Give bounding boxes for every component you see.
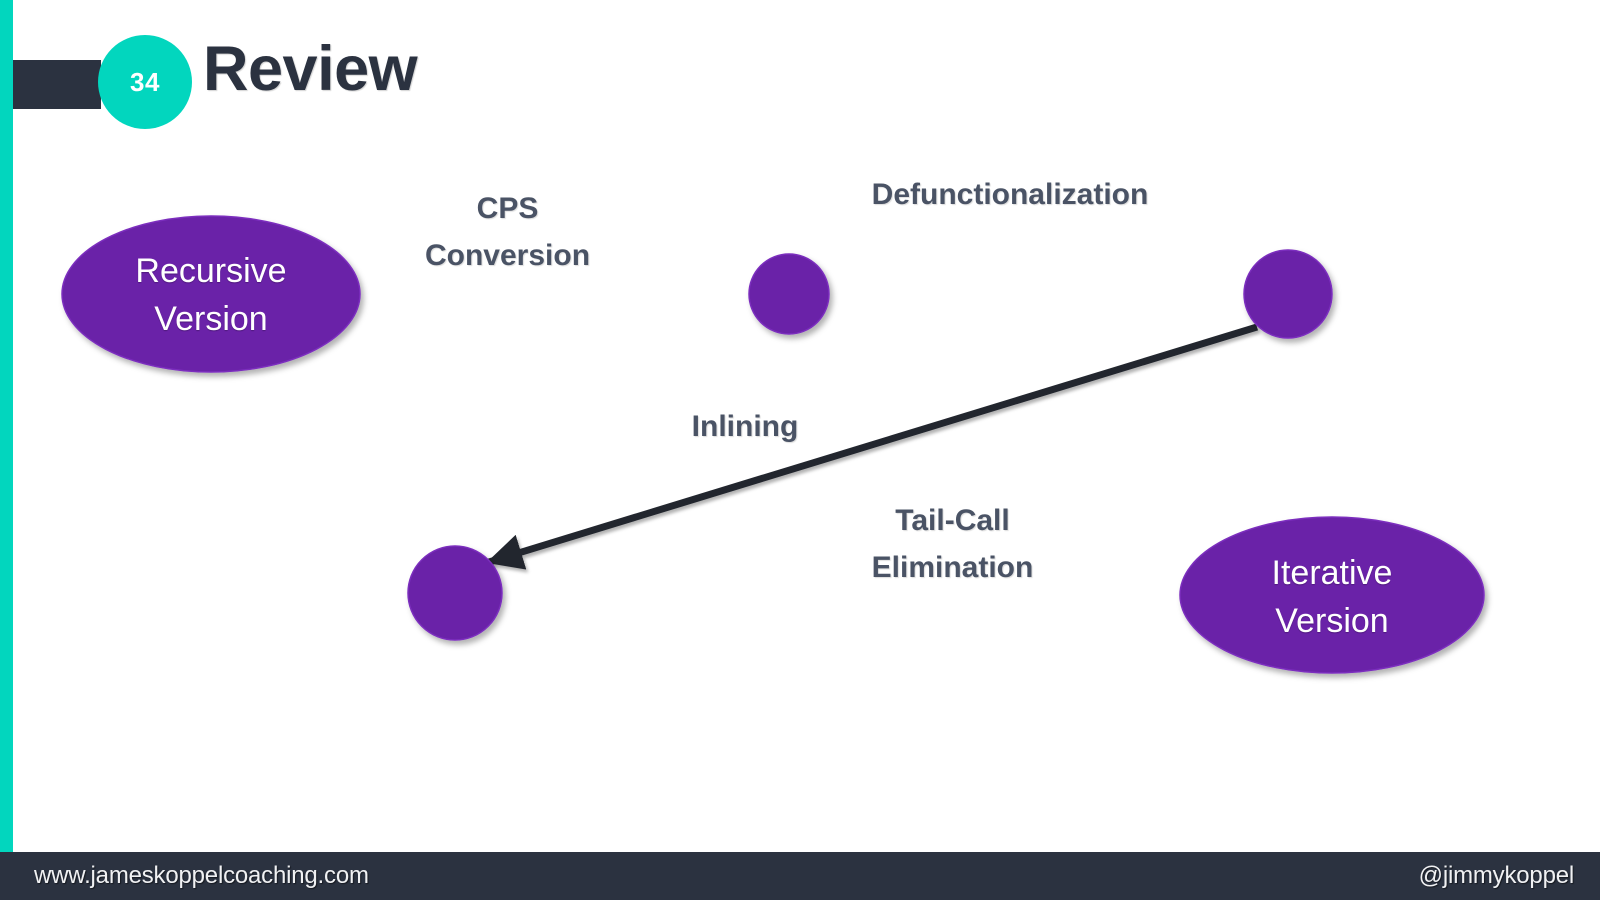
footer-handle[interactable]: @jimmykoppel — [1418, 862, 1575, 889]
diagram-nodes — [61, 215, 1485, 674]
node-defunctionalized[interactable] — [1243, 249, 1333, 339]
slide-number-text: 34 — [130, 66, 160, 97]
node-iterative-version[interactable] — [1179, 516, 1485, 674]
page-title: Review — [203, 34, 418, 104]
node-inlined[interactable] — [407, 545, 503, 641]
left-accent-bar — [0, 0, 13, 852]
diagram-canvas — [61, 215, 1485, 674]
edge-lines — [362, 277, 1259, 610]
footer-website[interactable]: www.jameskoppelcoaching.com — [34, 862, 369, 889]
slide-number-badge: 34 — [98, 35, 192, 129]
node-cps-result[interactable] — [748, 253, 830, 335]
node-recursive-version[interactable] — [61, 215, 361, 373]
header-tab-block — [13, 60, 101, 109]
footer-bar: www.jameskoppelcoaching.com @jimmykoppel — [0, 852, 1600, 900]
edge-inlining-arrow — [486, 323, 1259, 570]
